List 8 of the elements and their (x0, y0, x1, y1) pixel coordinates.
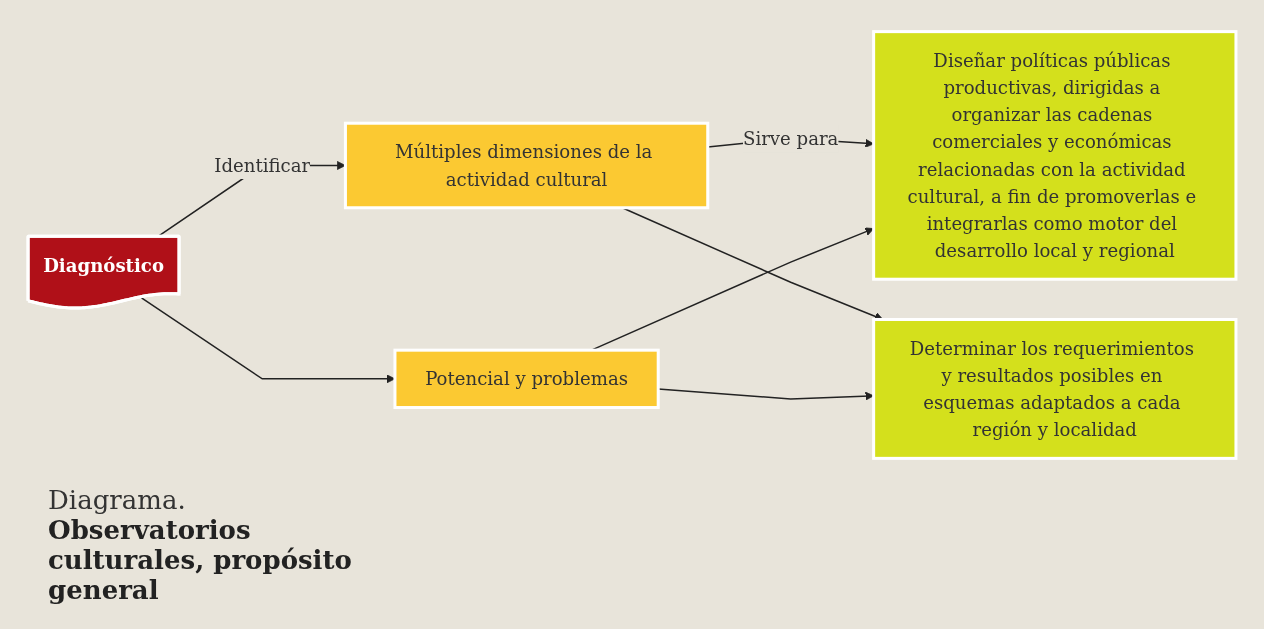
node-box: Determinar los requerimientos y resultados posibles en esquemas adaptados a cada región y localidad (872, 317, 1238, 460)
edge-label: Identificar (214, 154, 311, 177)
caption-label: Diagrama. (48, 485, 187, 515)
edge-label: Sirve para (742, 128, 839, 150)
node-box: Potencial y problemas (393, 348, 660, 410)
node-box: Diseñar políticas públicas productivas, dirigidas a organizar las cadenas comerciales y económicas relacionadas con la actividad cultural, a fin de promoverlas e integrarlas como motor del desarrollo local y regional (872, 30, 1238, 281)
diagram-title: Observatorios culturales, propósito general (48, 515, 353, 605)
node-box: Múltiples dimensiones de la actividad cultural (343, 121, 710, 210)
